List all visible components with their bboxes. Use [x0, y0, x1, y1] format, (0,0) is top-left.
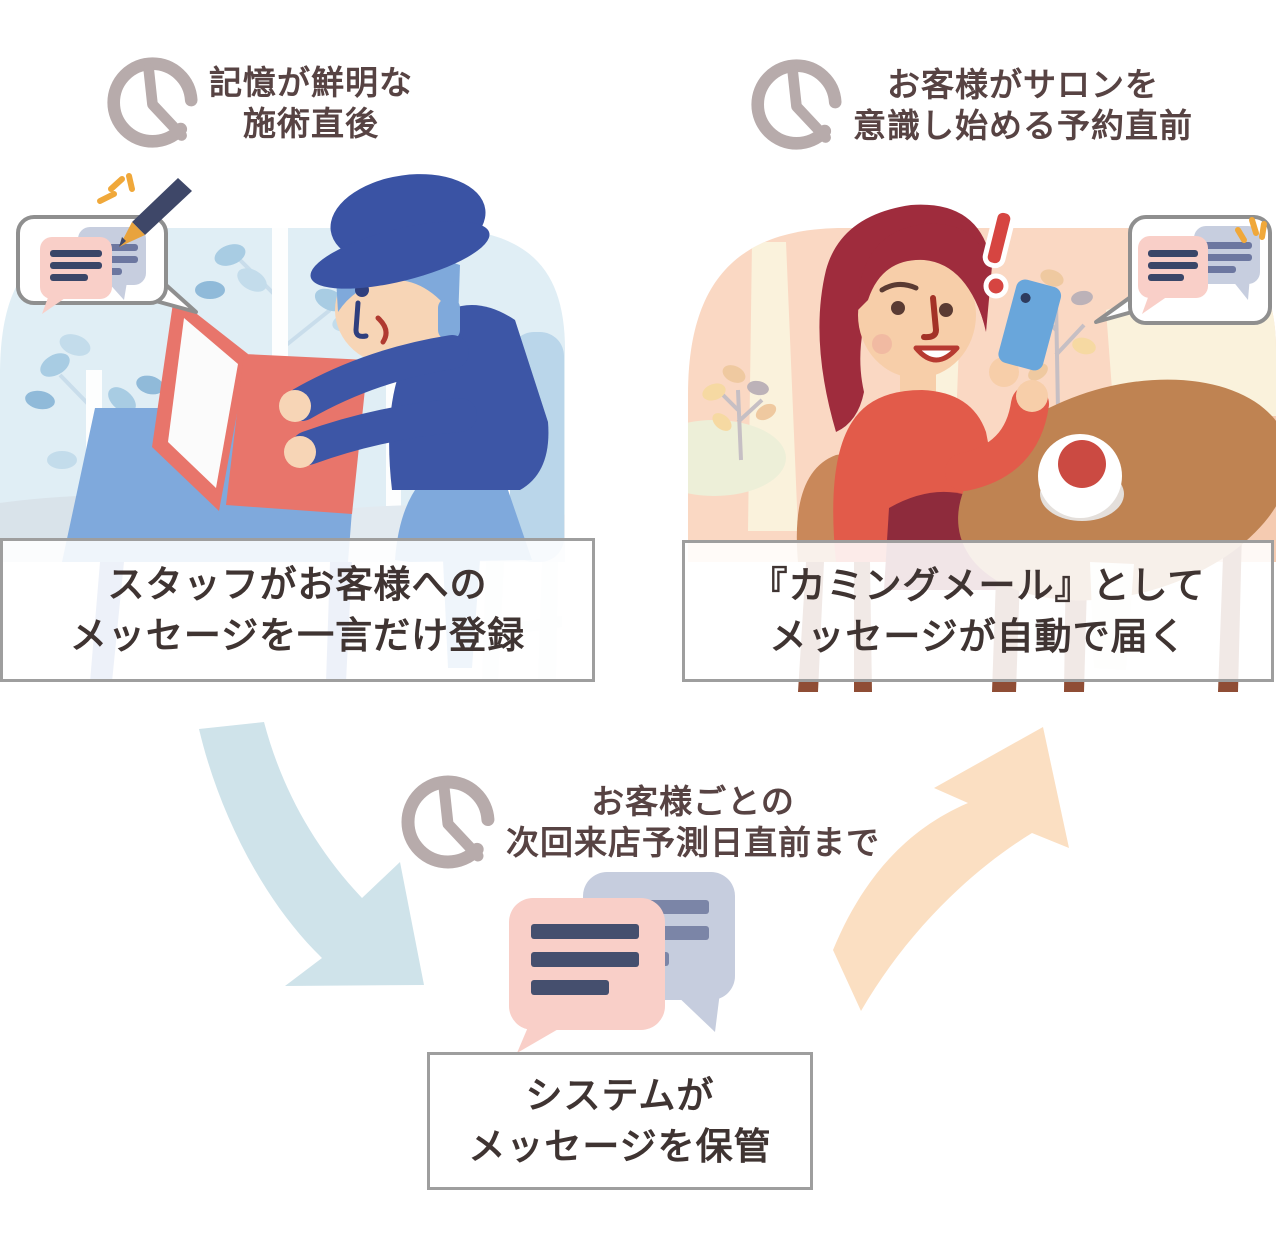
customer-mouth [913, 345, 960, 363]
timing-label-deliver: お客様がサロンを 意識し始める予約直前 [748, 56, 1193, 153]
phone-camera-dot [1020, 292, 1031, 303]
timing-line: 次回来店予測日直前まで [506, 823, 880, 862]
customer-eye [939, 303, 953, 317]
customer-eye [891, 301, 905, 315]
customer-eyebrow [879, 282, 919, 293]
staff-nose [353, 300, 369, 339]
timing-line: 意識し始める予約直前 [853, 105, 1193, 145]
timing-line: 記憶が鮮明な [209, 62, 413, 102]
timing-line: お客様ごとの [591, 782, 795, 821]
stored-messages-illustration [509, 872, 735, 1053]
timing-line: お客様がサロンを [887, 64, 1159, 104]
speech-bubble-received [1094, 215, 1272, 325]
sparkle-icon [97, 173, 135, 204]
caption-text-deliver: 『カミングメール』として メッセージが自動で届く [751, 560, 1206, 662]
curved-arrow-down-icon [199, 722, 424, 986]
staff-hand [284, 436, 316, 468]
food [1058, 440, 1106, 488]
pencil-icon [119, 178, 192, 247]
clock-icon [107, 57, 198, 148]
chat-bubbles-icon [509, 872, 735, 1053]
caption-text-store: システムが メッセージを保管 [468, 1070, 771, 1172]
staff-arms [279, 335, 477, 468]
caption-line: メッセージを保管 [468, 1125, 772, 1168]
speech-bubble-writing [16, 173, 198, 314]
customer-nose [921, 295, 940, 341]
timing-label-store: お客様ごとの 次回来店予測日直前まで [398, 772, 880, 872]
caption-line: システムが [525, 1074, 715, 1117]
customer-hair-front [858, 223, 990, 330]
staff-person [310, 174, 549, 668]
exclamation-icon [982, 207, 1016, 299]
clock-icon [401, 775, 495, 869]
ground-green [688, 420, 786, 496]
caption-box-deliver: 『カミングメール』として メッセージが自動で届く [682, 540, 1274, 682]
sparkle-icon [1235, 217, 1267, 243]
staff-hand [279, 390, 311, 422]
customer-hand [1016, 380, 1048, 412]
timing-label-register: 記憶が鮮明な 施術直後 [104, 54, 413, 151]
timing-line: 施術直後 [243, 103, 379, 143]
timing-text-deliver: お客様がサロンを 意識し始める予約直前 [853, 64, 1193, 146]
customer-blush [872, 334, 892, 354]
caption-line: 『カミングメール』として [750, 564, 1206, 607]
caption-box-store: システムが メッセージを保管 [427, 1052, 813, 1190]
customer-arm-phone [945, 279, 1062, 491]
customer-arm [945, 385, 1049, 491]
clock-icon [751, 59, 842, 150]
timing-text-register: 記憶が鮮明な 施術直後 [209, 62, 413, 144]
caption-text-register: スタッフがお客様への メッセージを一言だけ登録 [70, 559, 525, 661]
chat-bubbles-icon [40, 227, 146, 314]
caption-line: メッセージを一言だけ登録 [69, 614, 526, 657]
caption-box-register: スタッフがお客様への メッセージを一言だけ登録 [0, 538, 595, 682]
timing-text-store: お客様ごとの 次回来店予測日直前まで [506, 781, 880, 863]
smartphone [998, 279, 1062, 371]
caption-line: スタッフがお客様への [107, 563, 488, 606]
caption-line: メッセージが自動で届く [769, 615, 1187, 658]
staff-mouth [375, 315, 389, 345]
